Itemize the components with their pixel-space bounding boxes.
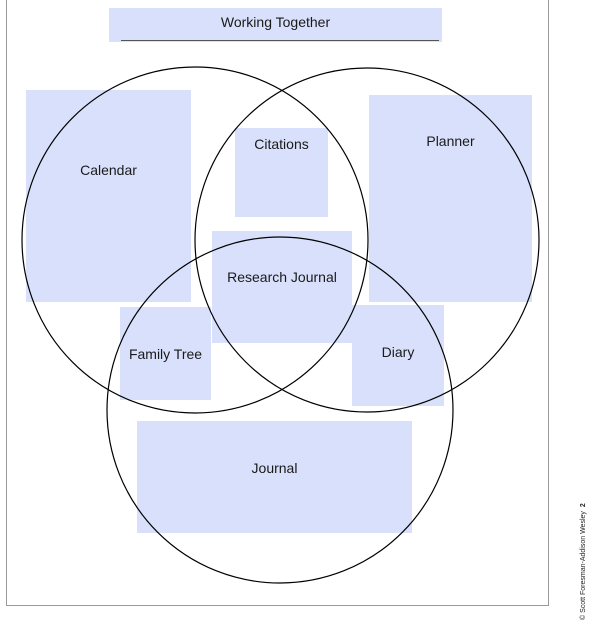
research-journal-box: Research Journal (212, 231, 352, 343)
page-number: 2 (580, 503, 587, 508)
calendar-label: Calendar (80, 162, 137, 178)
family-tree-box: Family Tree (120, 307, 211, 400)
citations-label: Citations (254, 136, 309, 152)
page-frame (6, 0, 549, 606)
diary-label: Diary (381, 344, 415, 360)
journal-label: Journal (251, 460, 298, 476)
family-tree-label: Family Tree (128, 346, 203, 362)
copyright-text: © Scott Foresman-Addison Wesley (580, 511, 587, 620)
citations-box: Citations (235, 128, 328, 217)
diary-box: Diary (352, 305, 444, 406)
journal-box: Journal (137, 421, 412, 533)
calendar-box: Calendar (26, 90, 191, 302)
research-journal-label: Research Journal (227, 269, 337, 285)
title-underline (121, 40, 439, 41)
planner-label: Planner (426, 133, 475, 149)
diagram-title-text: Working Together (220, 14, 331, 30)
diagram-title: Working Together (109, 8, 442, 42)
planner-box: Planner (369, 95, 532, 302)
copyright-footer: © Scott Foresman-Addison Wesley 2 (580, 503, 587, 620)
